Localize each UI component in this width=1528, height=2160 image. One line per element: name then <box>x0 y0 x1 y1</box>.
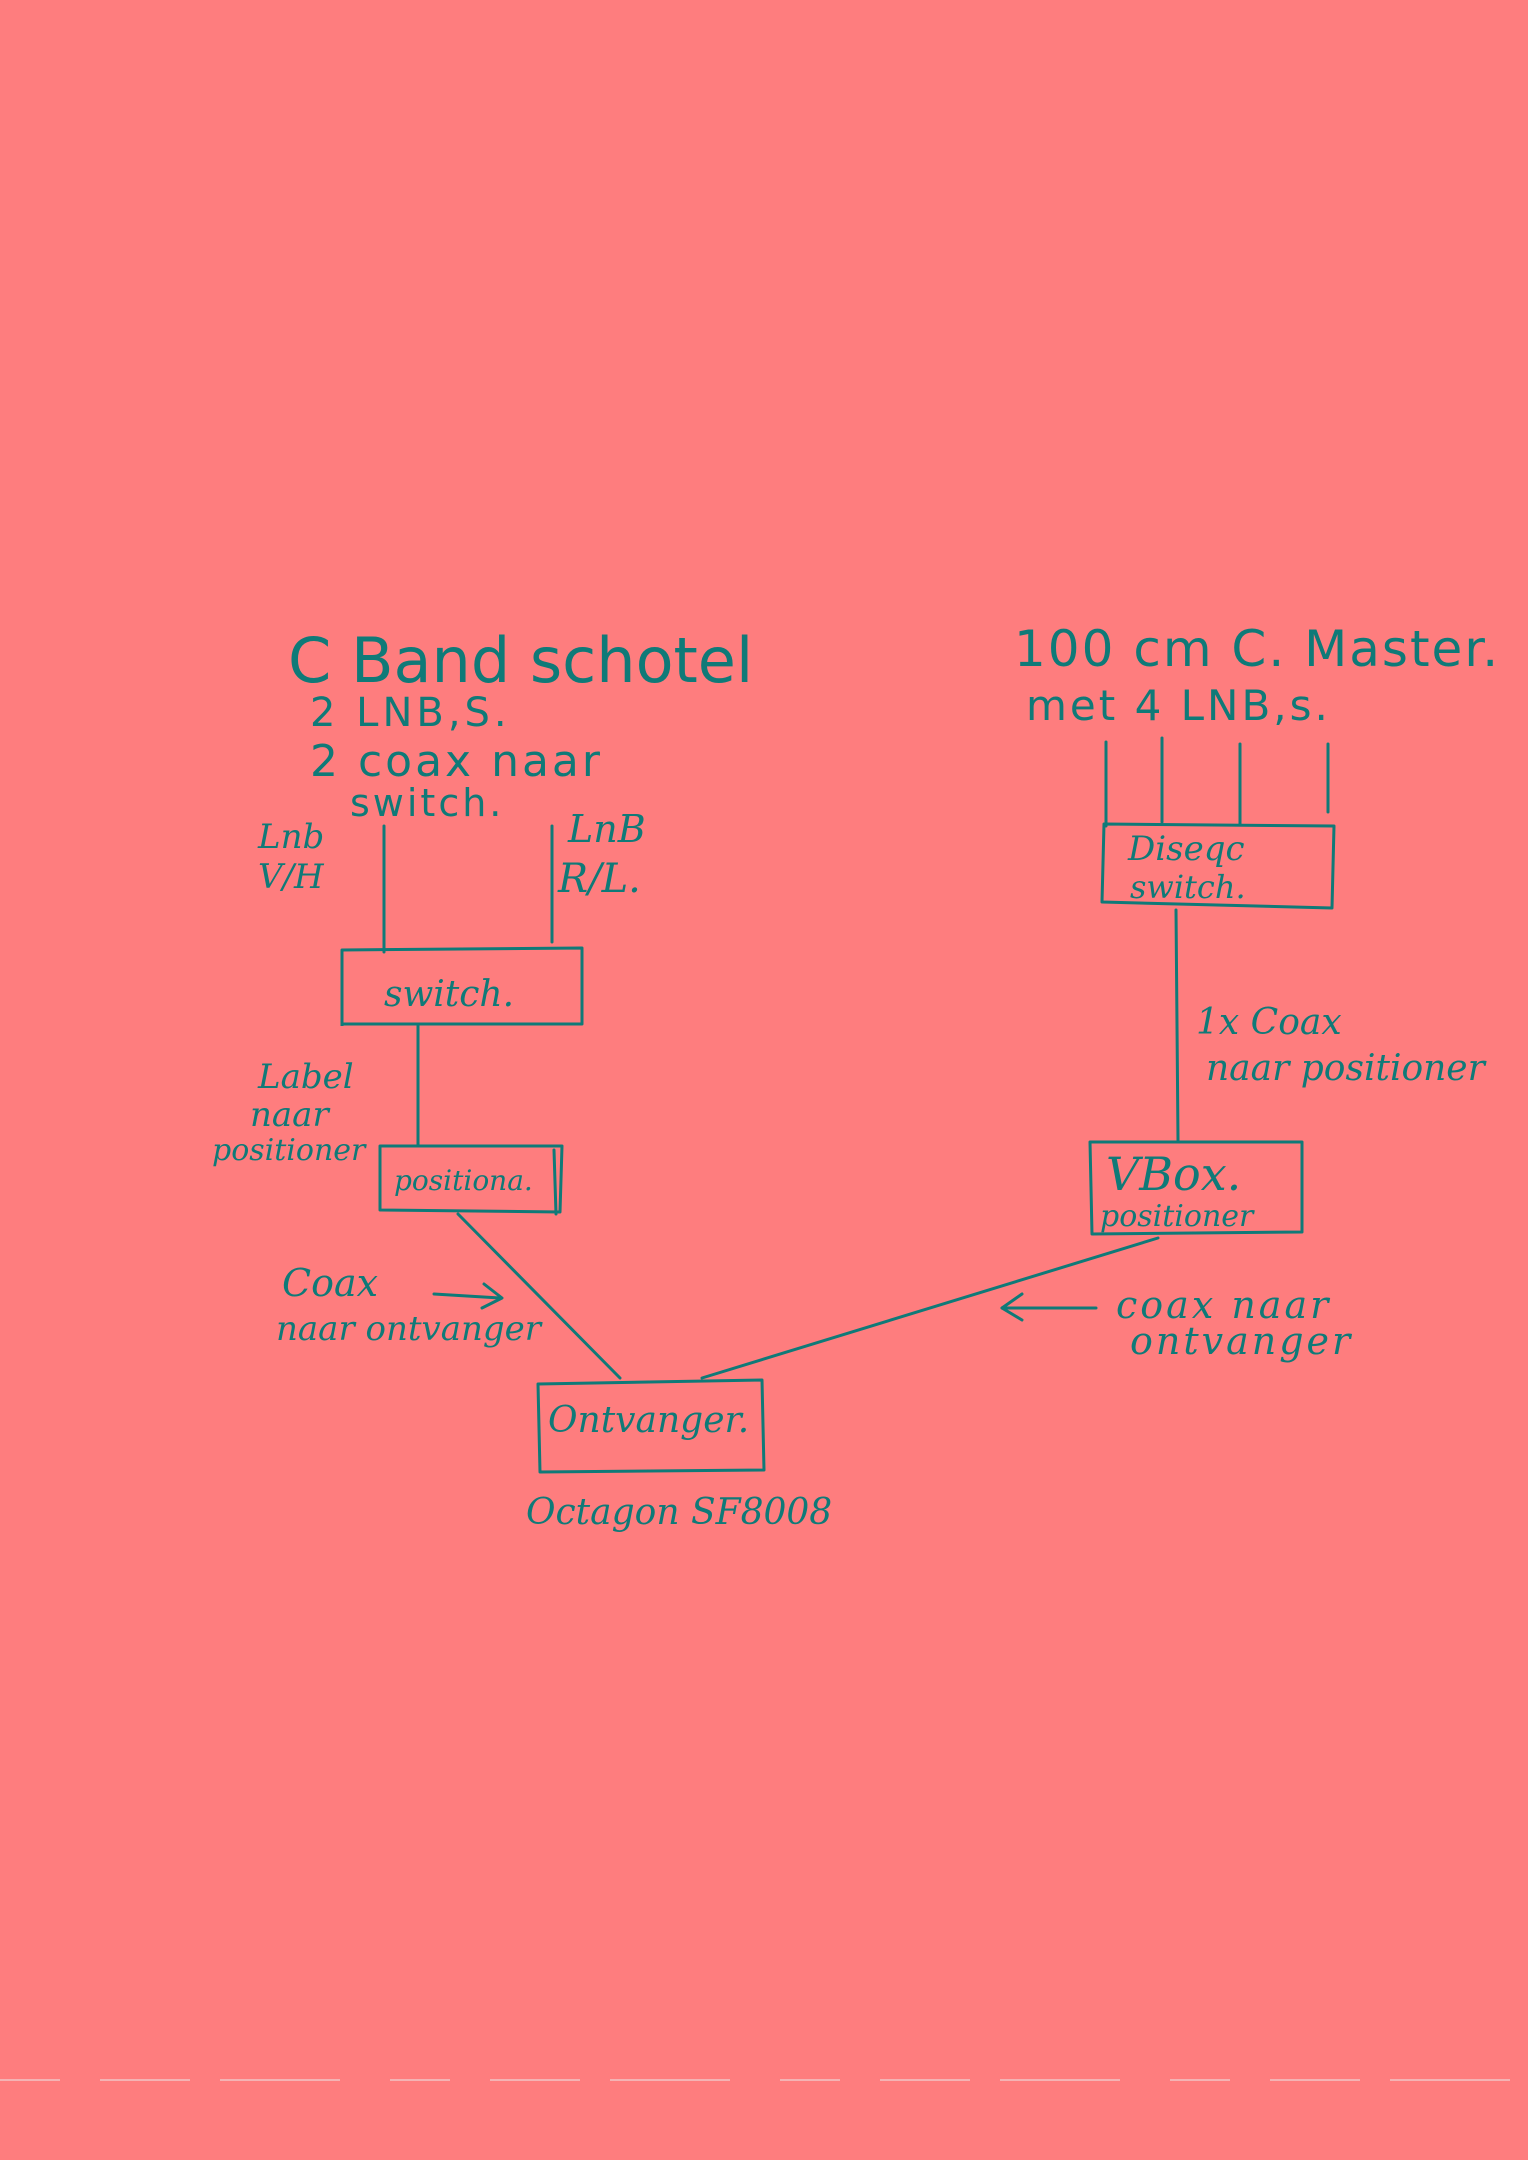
vbox-positioner-label: positioner <box>1100 1199 1255 1234</box>
svg-text:1x Coax: 1x Coax <box>1196 1002 1342 1043</box>
svg-text:V/H: V/H <box>258 857 325 897</box>
left-dish-label: C Band schotel 2 LNB,S. 2 coax naar swit… <box>288 624 753 825</box>
switch-box: switch. <box>340 946 584 1026</box>
svg-text:naar ontvanger: naar ontvanger <box>276 1309 543 1349</box>
diseqc-label-2: switch. <box>1130 868 1246 906</box>
svg-text:Label: Label <box>257 1057 354 1097</box>
left-dish-coax: 2 coax naar <box>310 736 603 787</box>
right-dish-label: 100 cm C. Master. met 4 LNB,s. <box>1014 620 1500 730</box>
vbox-label: VBox. <box>1106 1147 1241 1201</box>
right-cable-note: 1x Coax naar positioner <box>1196 1002 1487 1089</box>
left-dish-switch: switch. <box>350 781 504 825</box>
svg-text:naar positioner: naar positioner <box>1206 1048 1487 1089</box>
svg-text:coax naar: coax naar <box>1116 1283 1331 1327</box>
arrow-left-icon <box>1000 1292 1098 1322</box>
diseqc-to-vbox-cable <box>1174 908 1180 1142</box>
receiver-model: Octagon SF8008 <box>526 1492 832 1533</box>
receiver-box: Ontvanger. <box>536 1378 766 1474</box>
left-coax-to-receiver <box>456 1212 622 1380</box>
diseqc-switch-box: Diseqc switch. <box>1100 822 1336 910</box>
left-positioner-label: positiona. <box>394 1164 533 1197</box>
diseqc-label-1: Diseqc <box>1127 829 1245 869</box>
left-coax-note: Coax naar ontvanger <box>276 1261 543 1349</box>
arrow-right-icon <box>432 1282 504 1310</box>
svg-text:naar: naar <box>250 1095 330 1135</box>
right-dish-title: 100 cm C. Master. <box>1014 620 1500 678</box>
svg-text:Lnb: Lnb <box>257 817 324 857</box>
switch-label: switch. <box>384 974 514 1015</box>
left-cable-note: Label naar positioner <box>212 1057 367 1168</box>
svg-text:positioner: positioner <box>212 1133 367 1168</box>
right-dish-lnbs: met 4 LNB,s. <box>1026 681 1331 730</box>
svg-text:R/L.: R/L. <box>557 856 641 902</box>
vbox-positioner-box: VBox. positioner <box>1088 1140 1304 1236</box>
svg-text:ontvanger: ontvanger <box>1130 1319 1353 1363</box>
left-dish-title: C Band schotel <box>288 624 753 697</box>
left-dish-lnbs: 2 LNB,S. <box>310 690 511 736</box>
receiver-label: Ontvanger. <box>548 1400 749 1441</box>
svg-text:LnB: LnB <box>567 807 646 851</box>
left-lnb-vh-label: Lnb V/H <box>257 817 325 897</box>
right-coax-note: coax naar ontvanger <box>1116 1283 1353 1363</box>
left-lnb-rl-label: LnB R/L. <box>557 807 646 902</box>
svg-text:Coax: Coax <box>282 1261 378 1305</box>
left-positioner-box: positiona. <box>378 1144 564 1216</box>
right-coax-to-receiver <box>700 1236 1160 1380</box>
